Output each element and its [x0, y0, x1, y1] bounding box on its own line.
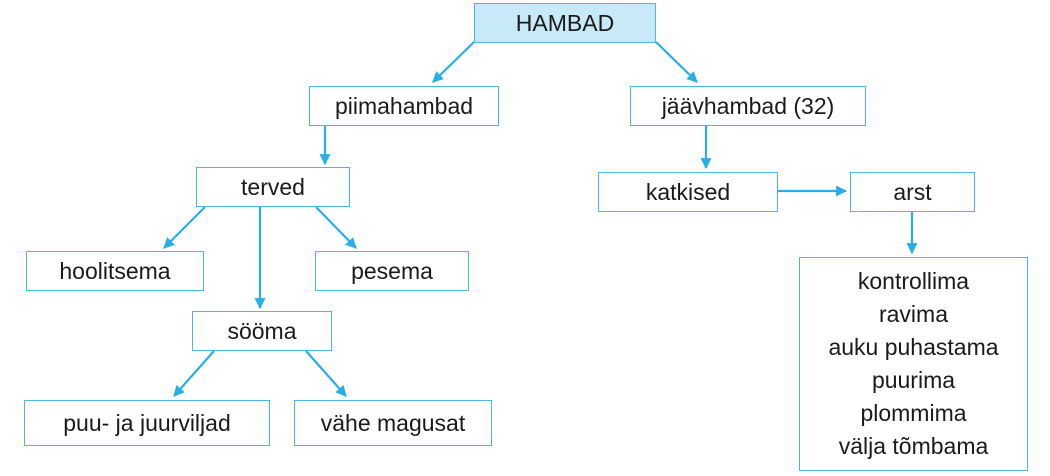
doctor-action-item: kontrollima — [857, 268, 970, 294]
node-hoolitsema: hoolitsema — [26, 251, 204, 291]
doctor-action-item: puurima — [871, 367, 956, 393]
node-pesema: pesema — [315, 251, 469, 291]
node-sooma: sööma — [192, 311, 332, 351]
arrow-root-to-jaavhambad — [655, 41, 698, 83]
node-terved: terved — [196, 167, 350, 207]
arrow-root-to-piimahambad — [432, 41, 475, 83]
node-hambad: HAMBAD — [474, 3, 656, 43]
node-puu-ja-juurviljad: puu- ja juurviljad — [24, 400, 270, 446]
node-jaavhambad: jäävhambad (32) — [630, 86, 866, 126]
node-arst: arst — [850, 172, 975, 212]
doctor-action-item: ravima — [878, 301, 948, 327]
node-piimahambad: piimahambad — [309, 86, 499, 126]
arrow-sooma-to-vahe_magusat — [305, 350, 347, 397]
node-vahe-magusat: vähe magusat — [294, 400, 492, 446]
arrow-terved-to-hoolitsema — [163, 206, 206, 249]
arrow-sooma-to-puu_juurviljad — [173, 350, 215, 397]
node-katkised: katkised — [598, 172, 778, 212]
arrow-terved-to-pesema — [315, 206, 357, 249]
doctor-action-item: plommima — [860, 400, 967, 426]
edge-layer — [163, 41, 918, 397]
node-doctor-actions: kontrollima ravima auku puhastama puurim… — [799, 257, 1028, 471]
doctor-action-item: auku puhastama — [828, 334, 999, 360]
doctor-action-item: välja tõmbama — [838, 433, 989, 459]
